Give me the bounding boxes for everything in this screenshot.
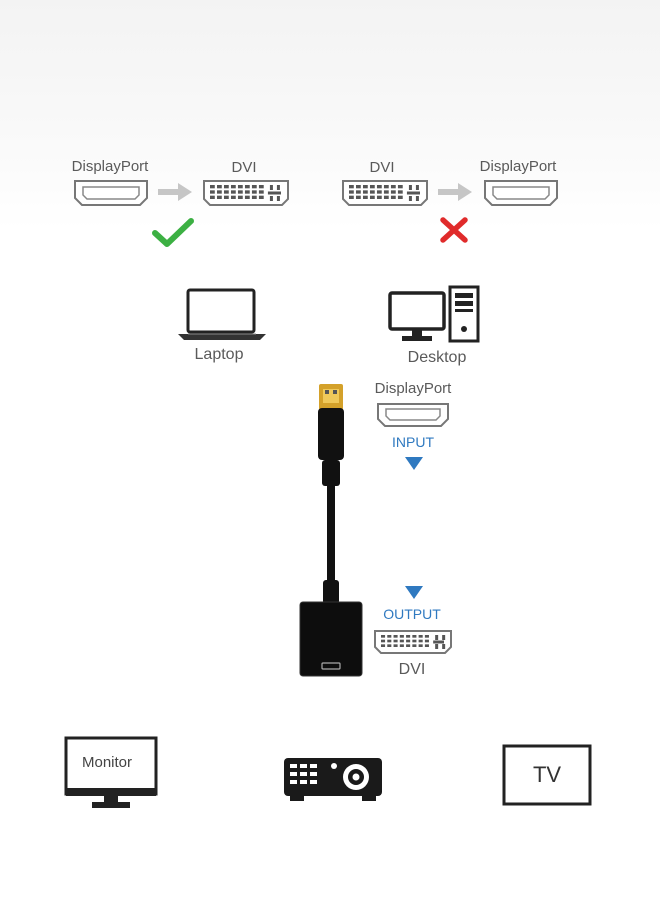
triangle-down-icon xyxy=(405,586,423,599)
desktop-label: Desktop xyxy=(407,349,467,366)
laptop-label: Laptop xyxy=(194,346,244,363)
dvi-connector-icon xyxy=(342,180,428,206)
displayport-connector-icon xyxy=(377,403,449,427)
displayport-connector-icon xyxy=(74,180,148,206)
dp-source-label: DisplayPort xyxy=(71,158,149,175)
cross-icon xyxy=(440,217,468,243)
monitor-label: Monitor xyxy=(82,754,133,771)
triangle-down-icon xyxy=(405,457,423,470)
output-label: OUTPUT xyxy=(383,606,441,622)
tv-label: TV xyxy=(532,762,562,787)
arrow-right-icon xyxy=(438,183,472,201)
arrow-right-icon xyxy=(158,183,192,201)
dvi-source-label: DVI xyxy=(369,159,395,176)
dp-target-label: DisplayPort xyxy=(479,158,557,175)
check-icon xyxy=(152,218,194,247)
dp-to-dvi-adapter-icon xyxy=(299,384,363,677)
dvi-target-label: DVI xyxy=(231,159,257,176)
projector-icon xyxy=(284,758,382,801)
output-port-label: DVI xyxy=(398,661,426,678)
dvi-connector-icon xyxy=(374,630,452,654)
input-label: INPUT xyxy=(392,434,434,450)
desktop-icon xyxy=(388,285,480,343)
input-port-label: DisplayPort xyxy=(374,380,452,397)
displayport-connector-icon xyxy=(484,180,558,206)
tv-icon xyxy=(502,744,592,806)
laptop-icon xyxy=(178,288,266,340)
dvi-connector-icon xyxy=(203,180,289,206)
monitor-icon xyxy=(64,736,158,808)
